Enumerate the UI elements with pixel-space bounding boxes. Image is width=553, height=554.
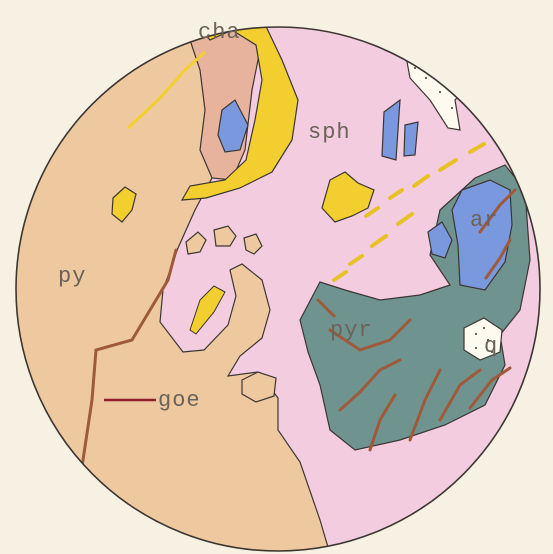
label-sph: sph: [308, 120, 351, 145]
label-py: py: [58, 264, 86, 289]
label-ar: ar: [470, 208, 498, 233]
arsenopyrite-lath-2: [404, 122, 418, 156]
label-q: q: [484, 334, 498, 359]
label-goe: goe: [158, 388, 201, 413]
label-pyr: pyr: [330, 318, 373, 343]
label-cha: cha: [198, 20, 241, 45]
